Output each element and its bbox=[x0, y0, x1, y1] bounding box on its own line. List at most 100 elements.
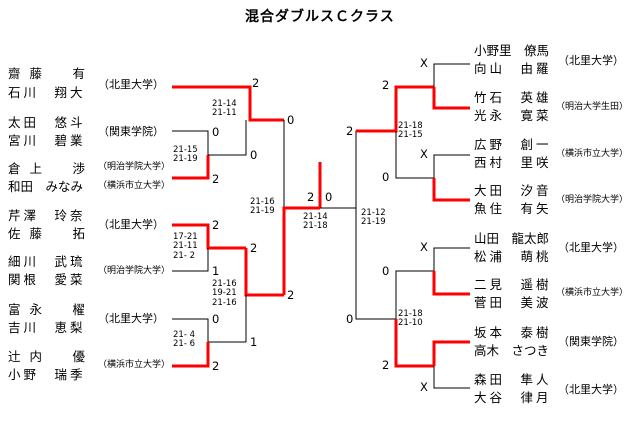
player-name: 富永 櫂 bbox=[8, 302, 95, 317]
player-name: 向山 由羅 bbox=[474, 61, 552, 76]
team-name: （北里大学） bbox=[98, 218, 164, 231]
walkover-mark: X bbox=[420, 380, 428, 394]
player-name: 小野里 僚馬 bbox=[474, 43, 550, 58]
team-name: （明治大学生田） bbox=[556, 102, 629, 112]
team-name: （北里大学） bbox=[98, 312, 164, 325]
set-count: 2 bbox=[252, 76, 260, 90]
match-result: 21- 4 21- 6 bbox=[173, 330, 195, 350]
set-count: 2 bbox=[382, 358, 390, 372]
set-count: 0 bbox=[382, 264, 390, 278]
bracket-line bbox=[433, 366, 470, 389]
player-name: 和田 みなみ bbox=[8, 179, 84, 194]
bracket-line bbox=[282, 206, 320, 295]
bracket-line bbox=[172, 85, 284, 122]
player-name: 坂本 泰樹 bbox=[474, 325, 552, 340]
set-count: 2 bbox=[287, 288, 295, 302]
bracket-line bbox=[433, 63, 470, 87]
player-name: 倉上 渉 bbox=[8, 161, 95, 176]
set-count: 0 bbox=[250, 148, 258, 162]
player-name: 石川 翔大 bbox=[8, 85, 86, 100]
player-name: 森田 隼人 bbox=[474, 372, 552, 387]
player-name: 関根 愛菜 bbox=[8, 272, 86, 287]
bracket-line bbox=[244, 248, 284, 297]
player-name: 菅田 美波 bbox=[474, 295, 552, 310]
bracket-line bbox=[432, 271, 470, 296]
set-count: 2 bbox=[307, 190, 315, 204]
bracket-line bbox=[432, 340, 470, 366]
right-bracket-lines bbox=[320, 63, 470, 389]
bracket-line bbox=[355, 208, 396, 320]
bracket-line bbox=[432, 87, 470, 110]
bracket-line bbox=[208, 120, 247, 156]
bracket-line bbox=[394, 319, 434, 368]
team-name: （横浜市立大学） bbox=[556, 288, 629, 298]
bracket-line bbox=[395, 131, 434, 179]
team-name: （関東学院） bbox=[558, 335, 624, 348]
player-name: 佐藤 拓 bbox=[8, 226, 95, 241]
player-name: 吉川 恵梨 bbox=[8, 320, 86, 335]
set-count: 1 bbox=[212, 264, 220, 278]
walkover-mark: X bbox=[420, 240, 428, 254]
player-name: 光永 寛菜 bbox=[474, 108, 552, 123]
set-count: 2 bbox=[382, 78, 390, 92]
bracket-line bbox=[433, 247, 470, 271]
walkover-mark: X bbox=[420, 56, 428, 70]
player-name: 松浦 萌桃 bbox=[474, 249, 552, 264]
player-name: 二見 遥樹 bbox=[474, 277, 552, 292]
team-name: （明治学院大学） bbox=[98, 162, 171, 172]
player-name: 辻内 優 bbox=[8, 349, 95, 364]
player-name: 魚住 有矢 bbox=[474, 201, 552, 216]
team-name: （横浜市立大学） bbox=[556, 149, 629, 159]
player-name: 広野 創一 bbox=[474, 137, 552, 152]
team-name: （北里大学） bbox=[558, 383, 624, 396]
bracket-line bbox=[395, 270, 434, 319]
team-name: （北里大学） bbox=[98, 78, 164, 91]
set-count: 0 bbox=[325, 190, 333, 204]
set-count: 2 bbox=[212, 359, 220, 373]
bracket-line bbox=[172, 155, 210, 180]
player-name: 高木 さつき bbox=[474, 343, 550, 358]
match-result: 21-18 21-15 bbox=[398, 121, 423, 141]
left-bracket-lines bbox=[172, 85, 322, 368]
set-count: 2 bbox=[346, 124, 354, 138]
team-name: （明治学院大学） bbox=[556, 195, 629, 205]
match-result: 21-12 21-19 bbox=[361, 208, 386, 228]
player-name: 齋藤 有 bbox=[8, 66, 95, 81]
bracket-line bbox=[432, 178, 470, 202]
player-name: 細川 武琉 bbox=[8, 254, 86, 269]
match-result: 21-16 21-19 bbox=[250, 197, 275, 217]
match-result: 17-21 21-11 21- 2 bbox=[173, 232, 198, 261]
bracket-line bbox=[283, 120, 320, 209]
player-name: 大田 汐音 bbox=[474, 183, 552, 198]
bracket-line bbox=[172, 342, 210, 368]
team-name: （横浜市立大学） bbox=[98, 181, 171, 191]
match-result: 21-15 21-19 bbox=[173, 145, 198, 165]
player-name: 竹石 英雄 bbox=[474, 90, 552, 105]
match-result: 21-16 19-21 21-16 bbox=[212, 279, 237, 308]
set-count: 0 bbox=[346, 312, 354, 326]
bracket-line bbox=[172, 248, 209, 272]
player-name: 太田 悠斗 bbox=[8, 115, 86, 130]
player-name: 芹澤 玲奈 bbox=[8, 208, 86, 223]
set-count: 0 bbox=[212, 312, 220, 326]
team-name: （明治学院大学） bbox=[98, 266, 171, 276]
team-name: （横浜市立大学） bbox=[98, 360, 171, 370]
walkover-mark: X bbox=[420, 147, 428, 161]
set-count: 2 bbox=[250, 241, 258, 255]
match-result: 21-18 21-10 bbox=[398, 309, 423, 329]
bracket-line bbox=[172, 223, 246, 250]
team-name: （関東学院） bbox=[98, 125, 164, 138]
team-name: （北里大学） bbox=[558, 54, 624, 67]
bracket-line bbox=[356, 85, 434, 133]
page-title: 混合ダブルスＣクラス bbox=[245, 9, 395, 25]
set-count: 1 bbox=[250, 335, 258, 349]
player-name: 西村 里咲 bbox=[474, 155, 552, 170]
match-result: 21-14 21-11 bbox=[212, 99, 237, 119]
player-name: 山田 龍太郎 bbox=[474, 231, 550, 246]
team-name: （北里大学） bbox=[558, 241, 624, 254]
bracket-line bbox=[433, 154, 470, 178]
player-name: 大谷 律月 bbox=[474, 390, 552, 405]
player-name: 宮川 碧業 bbox=[8, 133, 86, 148]
set-count: 0 bbox=[287, 113, 295, 127]
